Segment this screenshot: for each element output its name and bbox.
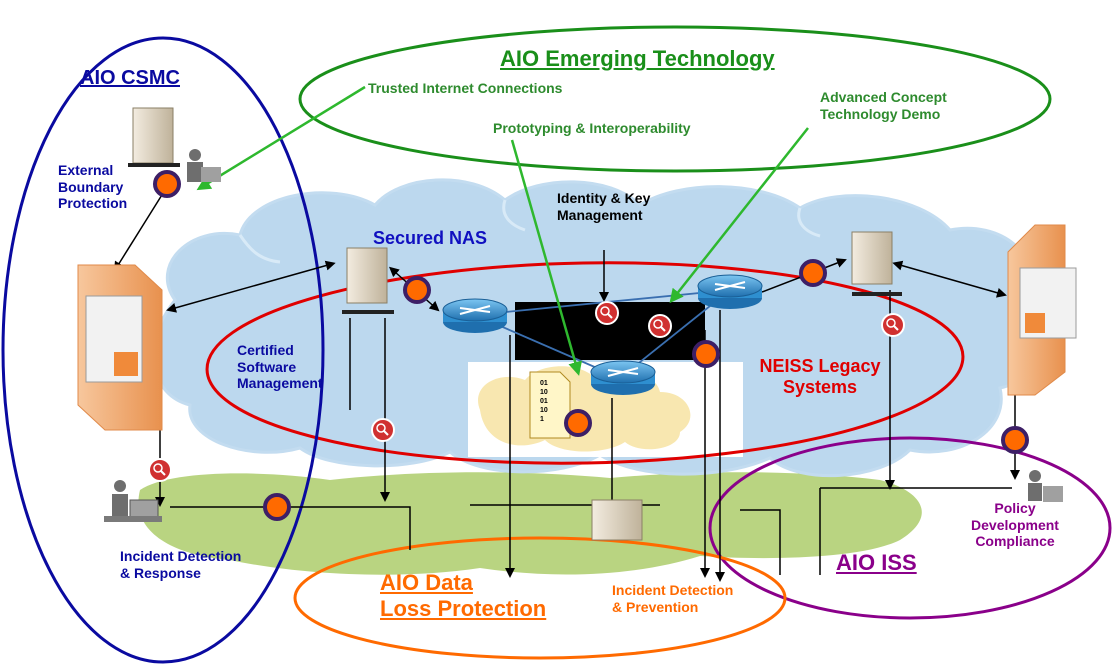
workstation-icon <box>104 480 162 522</box>
incident-response-line2: & Response <box>120 564 201 581</box>
advanced-concept-line2: Technology Demo <box>820 105 941 122</box>
server-icon <box>342 247 394 314</box>
search-icon <box>881 313 905 337</box>
incident-prevention-line2: & Prevention <box>612 598 699 615</box>
router-icon <box>697 274 763 309</box>
doc-line: 10 <box>540 407 548 414</box>
neiss-line2: Systems <box>782 377 858 398</box>
external-line1: External <box>58 162 114 178</box>
search-icon <box>371 418 395 442</box>
doc-line: 10 <box>540 389 548 396</box>
neiss-line1: NEISS Legacy <box>759 356 881 376</box>
secured-nas-label: Secured NAS <box>373 228 488 248</box>
incident-prevention-line1: Incident Detection <box>612 582 734 598</box>
iss-ellipse <box>708 436 1112 620</box>
external-line2: Boundary <box>58 178 124 195</box>
server-icon <box>851 231 902 296</box>
connectors <box>113 189 1020 582</box>
certified-line2: Software <box>237 358 297 375</box>
policy-line3: Compliance <box>975 533 1055 550</box>
incident-response-line1: Incident Detection <box>120 548 242 564</box>
csmc-ellipse <box>1 36 325 664</box>
search-icon <box>148 458 172 482</box>
certified-software-label: Certified Software Management <box>237 342 323 392</box>
emerging-technology-title: AIO Emerging Technology <box>500 46 775 71</box>
advanced-concept-label: Advanced Concept Technology Demo <box>820 89 947 122</box>
dlp-title: AIO Data Loss Protection <box>380 570 546 622</box>
policy-label: Policy Development Compliance <box>960 500 1070 550</box>
advanced-concept-line1: Advanced Concept <box>820 89 947 105</box>
dlp-line2: Loss Protection <box>380 595 547 621</box>
green-arrows <box>196 85 809 376</box>
node-dot-icon <box>692 340 720 368</box>
node-dot-icon <box>153 170 181 198</box>
external-boundary-label: External Boundary Protection <box>58 162 127 212</box>
workstation-icon <box>1028 470 1063 502</box>
identity-line2: Management <box>557 206 643 223</box>
neiss-label: NEISS Legacy Systems <box>740 356 900 398</box>
server-icon <box>128 107 180 167</box>
incident-response-label: Incident Detection & Response <box>120 548 241 581</box>
node-dot-icon <box>564 409 592 437</box>
router-icon <box>590 360 656 395</box>
server-icon <box>591 499 643 541</box>
firewall-icon <box>1007 224 1077 396</box>
certified-line1: Certified <box>237 342 294 358</box>
ground-area <box>138 472 922 575</box>
iss-title: AIO ISS <box>836 550 917 575</box>
node-dot-icon <box>799 259 827 287</box>
identity-key-label: Identity & Key Management <box>557 190 650 223</box>
document-icon: 01 10 01 10 1 <box>529 371 571 439</box>
doc-line: 01 <box>540 398 548 405</box>
router-icon <box>442 298 508 333</box>
trusted-internet-label: Trusted Internet Connections <box>368 80 563 96</box>
search-icon <box>648 314 672 338</box>
workstation-icon <box>187 149 221 182</box>
neiss-ellipse <box>205 261 965 465</box>
node-dot-icon <box>1001 426 1029 454</box>
dlp-line1: AIO Data <box>380 570 473 595</box>
incident-prevention-label: Incident Detection & Prevention <box>612 582 733 615</box>
dlp-ellipse <box>293 536 787 660</box>
identity-line1: Identity & Key <box>557 190 651 206</box>
prototyping-label: Prototyping & Interoperability <box>493 120 691 136</box>
certified-line3: Management <box>237 375 323 392</box>
emerging-technology-ellipse <box>298 25 1052 173</box>
node-dot-icon <box>263 493 291 521</box>
firewall-icon <box>77 264 163 431</box>
doc-line: 01 <box>540 380 548 387</box>
csmc-title: AIO CSMC <box>80 67 180 89</box>
search-icon <box>595 301 619 325</box>
doc-line: 1 <box>540 416 544 423</box>
external-line3: Protection <box>58 195 128 212</box>
policy-line2: Development <box>971 516 1059 533</box>
node-dot-icon <box>403 276 431 304</box>
policy-line1: Policy <box>994 500 1036 516</box>
